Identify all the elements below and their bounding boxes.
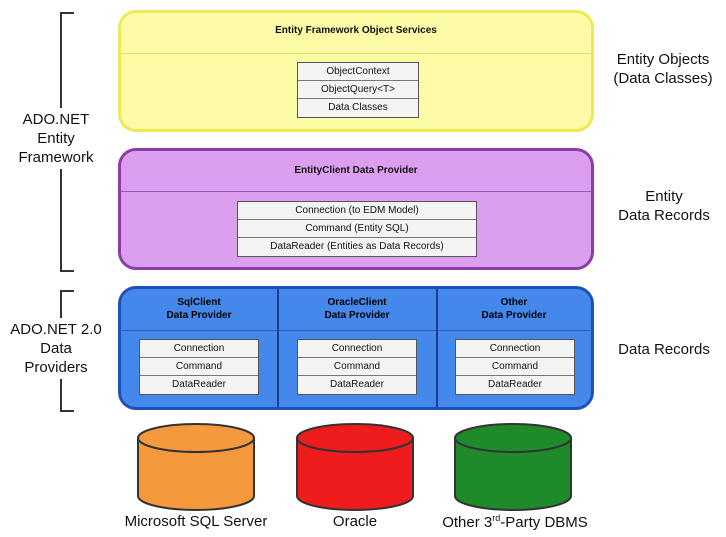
provider-item: Command [140, 358, 258, 376]
objects-label-line1: Entity Objects [616, 51, 710, 68]
providers-label: ADO.NET 2.0 Data Providers [4, 318, 108, 379]
sqlclient-title-line2: Data Provider [166, 310, 232, 321]
object-services-separator [121, 53, 591, 54]
entity-client-item: Connection (to EDM Model) [238, 202, 476, 220]
sql-server-cylinder-icon [137, 423, 255, 511]
object-services-item: ObjectQuery<T> [298, 81, 418, 99]
entity-client-layer: EntityClient Data Provider Connection (t… [118, 148, 594, 270]
other-dbms-label: Other 3rd-Party DBMS [420, 513, 610, 531]
other-dbms-label-post: -Party DBMS [500, 514, 588, 531]
ef-label-line2: Entity [37, 130, 75, 147]
providers-column-divider [436, 289, 438, 407]
ef-label-line1: ADO.NET [22, 111, 90, 128]
data-records-label: Data Records [604, 340, 724, 359]
entity-client-stack: Connection (to EDM Model) Command (Entit… [237, 201, 477, 257]
objects-label-line2: (Data Classes) [613, 70, 713, 87]
providers-column-divider [277, 289, 279, 407]
sqlclient-provider-title: SqlClient Data Provider [121, 289, 277, 331]
oracle-label: Oracle [332, 513, 378, 530]
entity-records-label: Entity Data Records [604, 187, 724, 225]
entity-client-title: EntityClient Data Provider [294, 165, 418, 176]
oracleclient-stack: Connection Command DataReader [297, 339, 417, 395]
oracle-cylinder-icon [296, 423, 414, 511]
provider-item: Connection [456, 340, 574, 358]
providers-label-line3: Providers [24, 359, 88, 376]
other-dbms-label-sup: rd [492, 513, 501, 523]
other-dbms-label-pre: Other 3 [442, 514, 493, 531]
provider-item: Command [456, 358, 574, 376]
object-services-title: Entity Framework Object Services [275, 25, 437, 36]
object-services-item: ObjectContext [298, 63, 418, 81]
provider-item: DataReader [140, 376, 258, 394]
entity-client-item: Command (Entity SQL) [238, 220, 476, 238]
ef-label: ADO.NET Entity Framework [6, 108, 106, 169]
object-services-layer: Entity Framework Object Services ObjectC… [118, 10, 594, 132]
oracleclient-provider-title: OracleClient Data Provider [278, 289, 436, 331]
other-provider-title: Other Data Provider [437, 289, 591, 331]
provider-item: DataReader [456, 376, 574, 394]
entity-records-label-line1: Entity [645, 188, 683, 205]
providers-label-line2: Data [40, 340, 72, 357]
sqlclient-stack: Connection Command DataReader [139, 339, 259, 395]
object-services-item: Data Classes [298, 99, 418, 117]
entity-client-separator [121, 191, 591, 192]
providers-label-line1: ADO.NET 2.0 [10, 321, 102, 338]
ef-label-line3: Framework [18, 149, 94, 166]
oracleclient-title-line2: Data Provider [324, 310, 390, 321]
provider-item: Connection [140, 340, 258, 358]
providers-separator [121, 330, 591, 331]
provider-item: Command [298, 358, 416, 376]
oracleclient-title-line1: OracleClient [327, 297, 387, 308]
sqlclient-title-line1: SqlClient [177, 297, 221, 308]
object-services-stack: ObjectContext ObjectQuery<T> Data Classe… [297, 62, 419, 118]
entity-client-item: DataReader (Entities as Data Records) [238, 238, 476, 256]
other-provider-stack: Connection Command DataReader [455, 339, 575, 395]
other-dbms-cylinder-icon [454, 423, 572, 511]
objects-label: Entity Objects (Data Classes) [600, 50, 726, 88]
provider-item: DataReader [298, 376, 416, 394]
data-records-label-line1: Data Records [618, 341, 710, 358]
entity-records-label-line2: Data Records [618, 207, 710, 224]
providers-layer: SqlClient Data Provider OracleClient Dat… [118, 286, 594, 410]
provider-item: Connection [298, 340, 416, 358]
sql-server-label: Microsoft SQL Server [124, 513, 268, 530]
other-provider-title-line2: Data Provider [481, 310, 547, 321]
other-provider-title-line1: Other [500, 297, 528, 308]
